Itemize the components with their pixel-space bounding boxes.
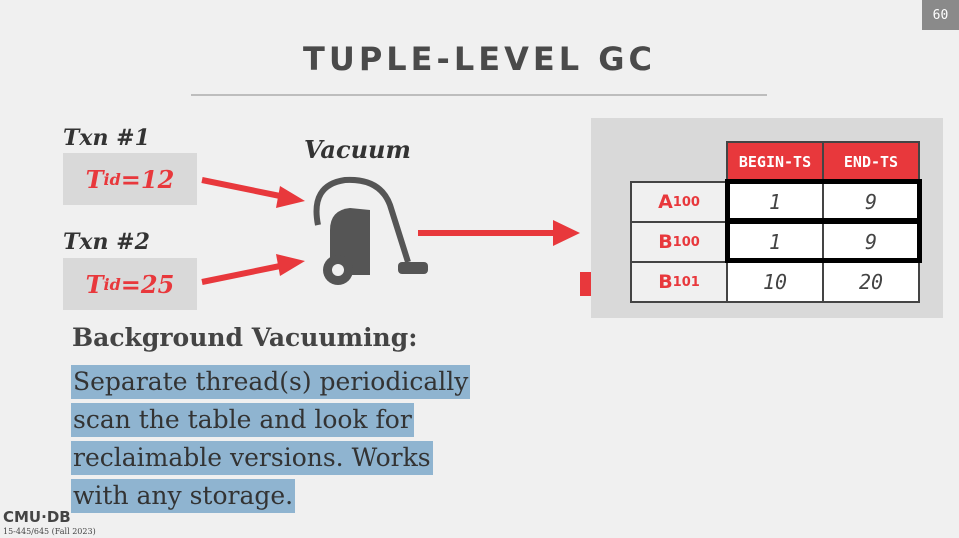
description-line: Separate thread(s) periodically (71, 365, 471, 399)
txn2-label: Txn #2 (63, 229, 150, 255)
begin-ts-cell: 10 (726, 261, 824, 303)
arrow-txn2 (201, 254, 305, 285)
description-line: with any storage. (71, 479, 296, 513)
end-ts-cell: 20 (822, 261, 920, 303)
page-number: 60 (922, 0, 959, 30)
tid-prefix: T (85, 164, 104, 194)
title-divider (191, 94, 767, 96)
highlight-box-b100 (725, 219, 922, 263)
tid-value: =25 (120, 269, 175, 299)
tid-prefix: T (85, 269, 104, 299)
arrow-txn1 (201, 177, 305, 208)
description-line: scan the table and look for (71, 403, 414, 437)
description-line: reclaimable versions. Works (71, 441, 433, 475)
vacuum-label: Vacuum (304, 135, 411, 164)
txn1-label: Txn #1 (63, 125, 150, 151)
arrow-to-table (418, 220, 580, 246)
vacuum-icon (313, 176, 428, 285)
header-end-ts: END-TS (822, 141, 920, 183)
header-begin-ts: BEGIN-TS (726, 141, 824, 183)
highlight-box-a100 (725, 179, 922, 223)
cmu-db-logo: CMU·DB (3, 508, 71, 526)
tid-sub: id (103, 169, 121, 189)
background-vacuuming-title: Background Vacuuming: (72, 323, 418, 352)
slide-title: TUPLE-LEVEL GC (303, 40, 656, 78)
tid-sub: id (103, 274, 121, 294)
tid-value: =12 (120, 164, 175, 194)
course-label: 15-445/645 (Fall 2023) (3, 527, 96, 536)
